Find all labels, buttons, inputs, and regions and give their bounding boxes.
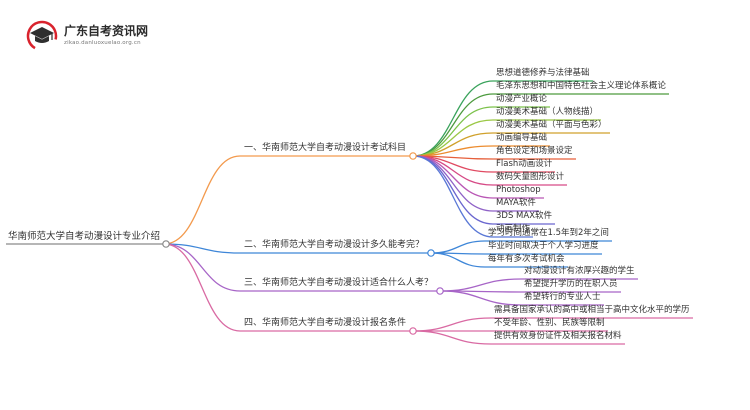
branch-1-knob (409, 152, 417, 160)
branch-3-topic[interactable]: 三、华南师范大学自考动漫设计适合什么人考？ (244, 278, 434, 288)
leaf-2-3[interactable]: 每年有多次考试机会 (488, 254, 565, 264)
leaf-3-1-connector (439, 278, 522, 292)
leaf-4-3-connector (412, 330, 492, 345)
leaf-2-1-connector (430, 240, 486, 254)
leaf-1-1-connector (412, 80, 494, 157)
graduation-cap-icon (26, 20, 58, 52)
leaf-2-2[interactable]: 毕业时间取决于个人学习进度 (488, 241, 599, 251)
root-knob (162, 240, 170, 248)
branch-4-knob (409, 327, 417, 335)
leaf-1-5[interactable]: 动漫美术基础（平面与色彩） (496, 120, 607, 130)
root-to-branch-3-connector (163, 243, 241, 292)
leaf-1-9-connector (412, 155, 494, 186)
branch-4-topic[interactable]: 四、华南师范大学自考动漫设计报名条件 (244, 318, 407, 328)
branch-2-topic[interactable]: 二、华南师范大学自考动漫设计多久能考完？ (244, 240, 425, 250)
leaf-1-10[interactable]: Photoshop (496, 185, 541, 195)
leaf-4-2[interactable]: 不受年龄、性别、民族等限制 (494, 318, 605, 328)
leaf-2-1[interactable]: 学习时间通常在1.5年到2年之间 (488, 228, 609, 238)
site-name: 广东自考资讯网 (64, 24, 149, 38)
leaf-1-13-connector (412, 155, 494, 238)
leaf-1-12[interactable]: 3DS MAX软件 (496, 211, 553, 221)
leaf-1-13[interactable]: 动画制作 (496, 224, 531, 234)
site-url: zikao.danluoxuelao.org.cn (64, 40, 141, 46)
leaf-1-11[interactable]: MAYA软件 (496, 198, 536, 208)
leaf-4-3[interactable]: 提供有效身份证件及相关报名材料 (494, 331, 622, 341)
leaf-1-5-connector (412, 132, 494, 157)
leaf-1-9[interactable]: 数码矢量图形设计 (496, 172, 565, 182)
leaf-1-3-connector (412, 106, 494, 157)
mindmap-edges (6, 80, 693, 345)
leaf-1-1[interactable]: 思想道德修养与法律基础 (496, 68, 590, 78)
leaf-3-1[interactable]: 对动漫设计有浓厚兴趣的学生 (524, 266, 635, 276)
leaf-4-1[interactable]: 需具备国家承认的高中或相当于高中文化水平的学历 (494, 305, 690, 315)
leaf-1-4[interactable]: 动漫美术基础（人物线描） (496, 107, 599, 117)
leaf-3-2[interactable]: 希望提升学历的在职人员 (524, 279, 618, 289)
leaf-1-8[interactable]: Flash动画设计 (496, 159, 553, 169)
root-to-branch-4-connector (163, 243, 241, 332)
branch-2-knob (427, 249, 435, 257)
root-topic[interactable]: 华南师范大学自考动漫设计专业介绍 (8, 231, 161, 242)
branch-1-topic[interactable]: 一、华南师范大学自考动漫设计考试科目 (244, 143, 407, 153)
leaf-3-3-connector (439, 290, 522, 306)
leaf-3-3[interactable]: 希望转行的专业人士 (524, 292, 601, 302)
root-to-branch-2-connector (163, 243, 241, 254)
leaf-1-10-connector (412, 155, 494, 199)
branch-3-knob (436, 287, 444, 295)
leaf-4-1-connector (412, 317, 492, 332)
leaf-1-6[interactable]: 动画编导基础 (496, 133, 548, 143)
leaf-1-2[interactable]: 毛泽东思想和中国特色社会主义理论体系概论 (496, 81, 667, 91)
leaf-1-12-connector (412, 155, 494, 225)
root-to-branch-1-connector (163, 155, 241, 245)
leaf-1-7[interactable]: 角色设定和场景设定 (496, 146, 573, 156)
leaf-1-3[interactable]: 动漫产业概论 (496, 94, 548, 104)
leaf-2-3-connector (430, 252, 486, 268)
site-logo[interactable]: 广东自考资讯网 zikao.danluoxuelao.org.cn (26, 20, 148, 52)
